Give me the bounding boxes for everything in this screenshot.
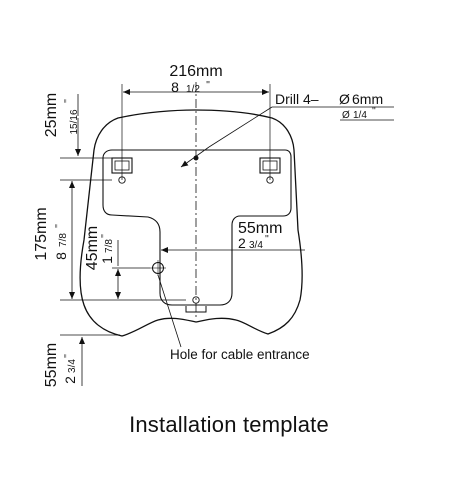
width-mm-label: 216mm — [169, 63, 222, 80]
width-in-mark: '' — [206, 80, 210, 91]
right-offset-mm-label: 55mm — [238, 220, 282, 237]
height-in-mark: '' — [54, 224, 65, 228]
width-in-fraction: 1/2 — [186, 84, 200, 95]
drill-label: Drill 4– — [275, 91, 319, 107]
bottom-offset-in-mark: '' — [63, 354, 74, 358]
bottom-offset-in-whole: 2 — [62, 376, 78, 384]
height-in-whole: 8 — [53, 252, 69, 260]
right-offset-in-whole: 2 — [238, 235, 246, 251]
width-in-whole: 8 — [171, 79, 179, 95]
height-in-fraction: 7/8 — [58, 233, 69, 247]
cable-offset-in-mark: '' — [100, 234, 111, 238]
cable-offset-mm-label: 45mm — [84, 226, 101, 270]
cable-hole-label: Hole for cable entrance — [170, 347, 310, 362]
top-offset-in-fraction: 15/16 — [69, 109, 80, 134]
bottom-offset-mm-label: 55mm — [43, 343, 60, 387]
caption: Installation template — [129, 412, 329, 437]
bottom-offset-in-fraction: 3/4 — [67, 359, 78, 373]
cable-offset-in-fraction: 7/8 — [104, 239, 115, 253]
top-offset-mm-label: 25mm — [43, 93, 60, 137]
cable-offset-in-whole: 1 — [99, 256, 115, 264]
top-offset-in-mark: '' — [63, 99, 74, 103]
drill-leader — [208, 106, 273, 148]
drill-in-fraction: 1/4 — [353, 110, 367, 121]
drill-diameter-symbol: Ø — [339, 91, 350, 107]
cable-hole-leader — [157, 274, 182, 348]
right-offset-in-fraction: 3/4 — [249, 240, 263, 251]
inner-template-cutout — [102, 149, 292, 306]
drill-in-mark: '' — [372, 106, 376, 117]
right-offset-in-mark: '' — [265, 234, 269, 245]
seat-outline — [79, 109, 303, 337]
drill-mm-label: 6mm — [352, 91, 383, 107]
height-mm-label: 175mm — [33, 207, 50, 260]
drill-in-diameter-symbol: Ø — [342, 110, 350, 121]
